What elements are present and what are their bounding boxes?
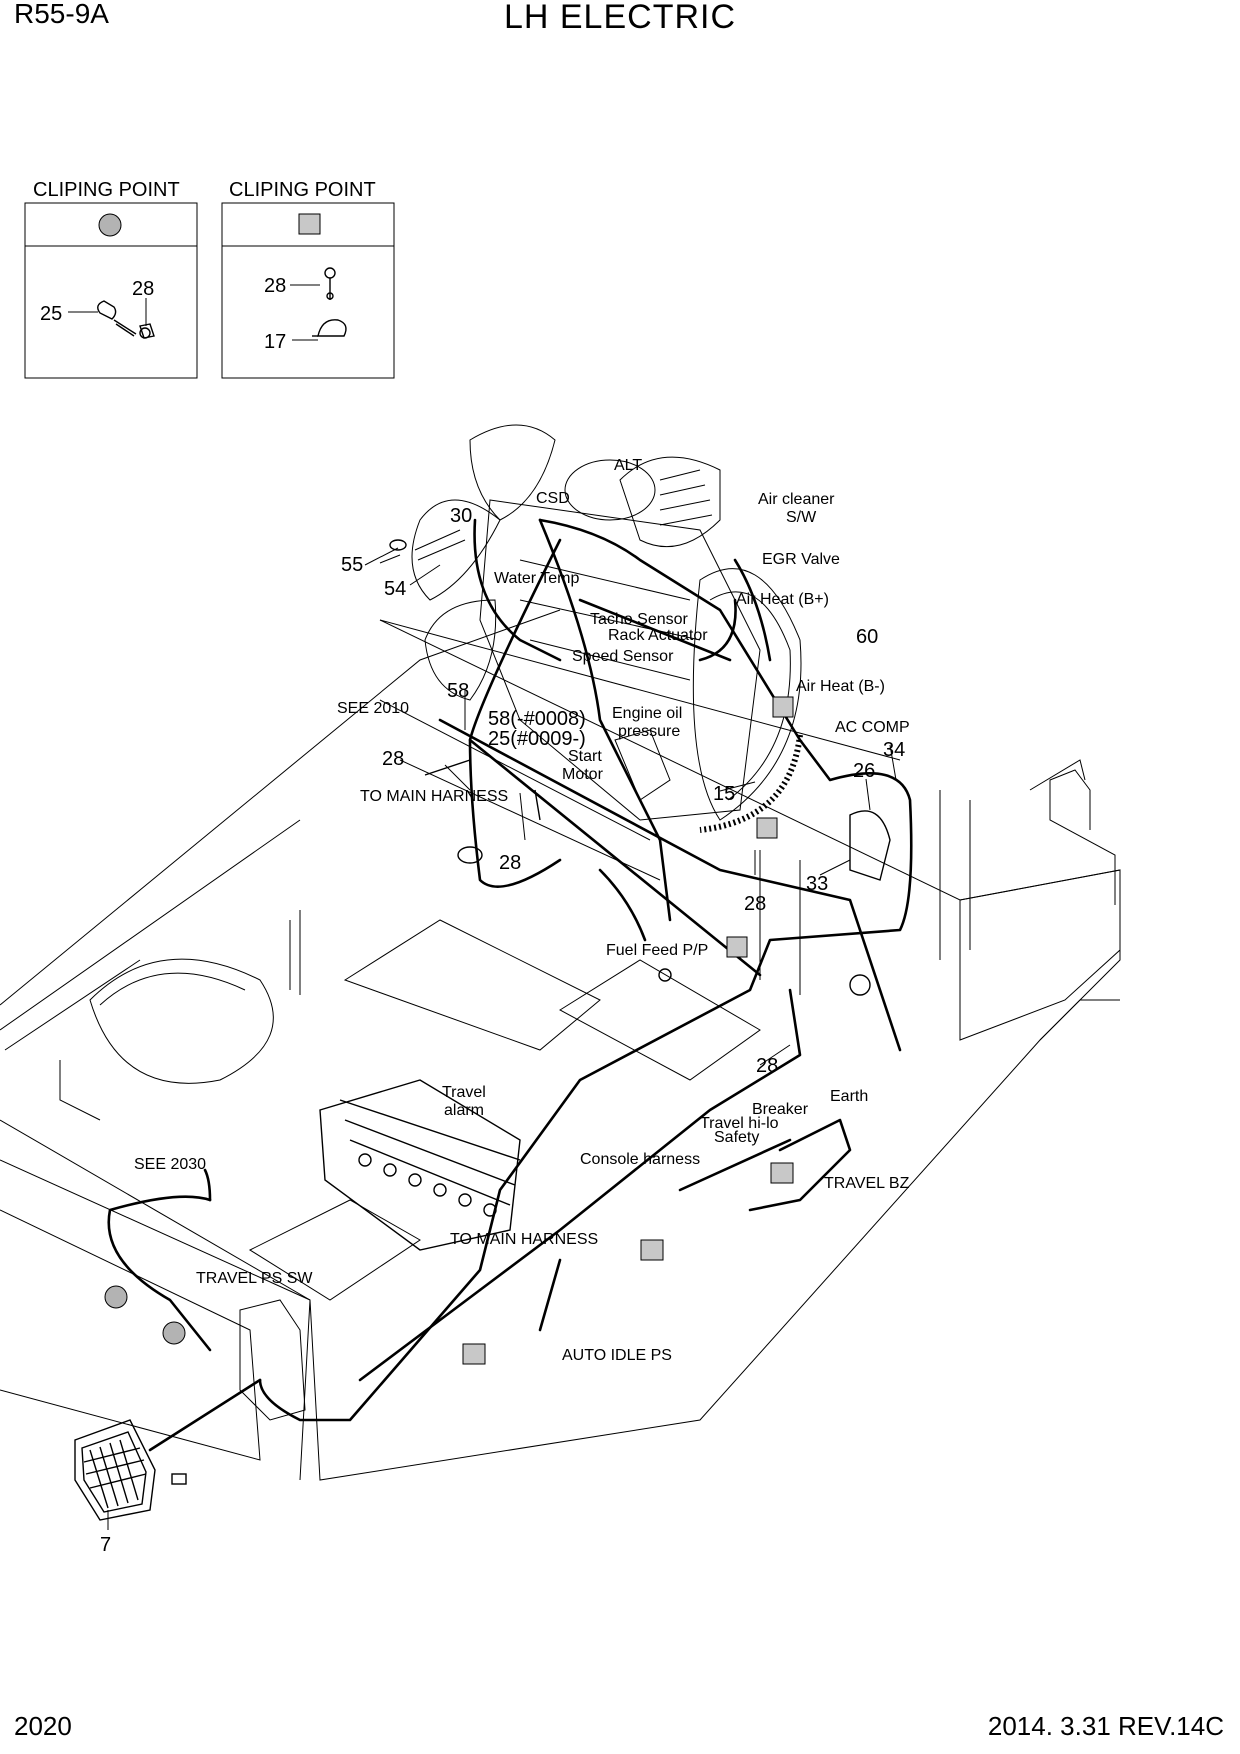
part-number: 28 [744, 893, 766, 915]
square-clip-marker-icon [640, 1239, 664, 1261]
label-see-2030: SEE 2030 [134, 1156, 206, 1173]
part-number: 15 [713, 783, 735, 805]
label-breaker: Breaker [752, 1101, 809, 1118]
square-clip-marker-icon [298, 213, 321, 235]
label-fuel-feed-pp: Fuel Feed P/P [606, 942, 708, 959]
label-console-harness: Console harness [580, 1151, 700, 1168]
leader-lines [107, 547, 897, 1530]
part-number: 7 [100, 1534, 111, 1556]
square-clip-marker-icon [726, 936, 748, 958]
part-number: 54 [384, 578, 406, 600]
part-number: 58(-#0008) [488, 708, 586, 730]
inset-frame-square [221, 202, 395, 379]
work-lamp-icon [74, 1419, 187, 1521]
part-number: 28 [756, 1055, 778, 1077]
label-air-cleaner-sw: S/W [786, 509, 817, 526]
label-start-motor: Motor [562, 766, 604, 783]
inset-title-circle: CLIPING POINT [33, 179, 180, 201]
bolt-clamp-icon [312, 267, 347, 337]
part-number: 55 [341, 554, 363, 576]
label-safety: Safety [714, 1129, 759, 1146]
clamp-bolt-icon [97, 300, 155, 339]
upper-frame-outline [0, 609, 1121, 1481]
label-to-main-harness-top: TO MAIN HARNESS [360, 788, 508, 805]
label-speed-sensor: Speed Sensor [572, 648, 674, 665]
inset-title-square: CLIPING POINT [229, 179, 376, 201]
label-air-heat-plus: Air Heat (B+) [736, 591, 829, 608]
circle-clip-marker-icon [104, 1285, 128, 1309]
clipping-point-inset-square: CLIPING POINT 28 17 [221, 179, 395, 379]
part-number: 28 [382, 748, 404, 770]
circle-clip-marker-icon [98, 213, 122, 237]
label-start: Start [568, 748, 602, 765]
label-to-main-harness-bottom: TO MAIN HARNESS [450, 1231, 598, 1248]
label-air-cleaner: Air cleaner [758, 491, 835, 508]
square-clip-marker-icon [756, 817, 778, 839]
label-engine-oil: Engine oil [612, 705, 682, 722]
part-number: 28 [499, 852, 521, 874]
circle-clip-marker-icon [162, 1321, 186, 1345]
label-ac-comp: AC COMP [835, 719, 910, 736]
label-rack-actuator: Rack Actuator [608, 627, 708, 644]
engine-assembly [411, 424, 802, 821]
label-csd: CSD [536, 490, 570, 507]
square-clip-marker-icon [462, 1343, 486, 1365]
diagram-clip-markers [104, 696, 794, 1365]
inset-frame-circle [24, 202, 198, 379]
revision-date: 2014. 3.31 REV.14C [987, 1711, 1224, 1741]
main-control-valve [319, 1079, 521, 1251]
wiring-harness [107, 518, 913, 1452]
label-travel-alarm: alarm [444, 1102, 484, 1119]
fittings [389, 539, 891, 996]
ground-strap [699, 734, 803, 833]
label-tacho-sensor: Tacho Sensor [590, 611, 689, 628]
square-clip-marker-icon [770, 1162, 794, 1184]
part-number: 33 [806, 873, 828, 895]
label-engine-oil-pressure: pressure [618, 723, 680, 740]
page-title: LH ELECTRIC [503, 0, 737, 36]
inset-part-28: 28 [132, 278, 154, 300]
label-travel-hi-lo: Travel hi-lo [700, 1115, 779, 1132]
label-alt: ALT [614, 457, 642, 474]
part-number: 58 [447, 680, 469, 702]
part-number: 60 [856, 626, 878, 648]
inset-part-28: 28 [264, 275, 286, 297]
label-water-temp: Water Temp [494, 570, 579, 587]
label-auto-idle-ps: AUTO IDLE PS [562, 1347, 672, 1364]
part-number: 34 [883, 739, 905, 761]
inset-part-17: 17 [264, 331, 286, 353]
model-code: R55-9A [14, 0, 109, 29]
square-clip-marker-icon [772, 696, 794, 718]
label-air-heat-minus: Air Heat (B-) [796, 678, 885, 695]
callout-labels: ALT CSD Air cleaner S/W EGR Valve Water … [134, 457, 910, 1364]
label-travel-ps-sw: TRAVEL PS SW [196, 1270, 313, 1287]
label-egr-valve: EGR Valve [762, 551, 840, 568]
part-number-callouts: 30 55 54 60 58 58(-#0008) 25(#0009-) 28 … [100, 505, 905, 1556]
clipping-point-inset-circle: CLIPING POINT 25 28 [24, 179, 198, 379]
part-number: 25(#0009-) [488, 728, 586, 750]
part-number: 26 [853, 760, 875, 782]
page-number: 2020 [14, 1711, 72, 1741]
label-see-2010: SEE 2010 [337, 700, 409, 717]
part-number: 30 [450, 505, 472, 527]
label-earth: Earth [830, 1088, 868, 1105]
inset-part-25: 25 [40, 303, 62, 325]
label-travel-bz: TRAVEL BZ [824, 1175, 910, 1192]
label-travel: Travel [442, 1084, 486, 1101]
